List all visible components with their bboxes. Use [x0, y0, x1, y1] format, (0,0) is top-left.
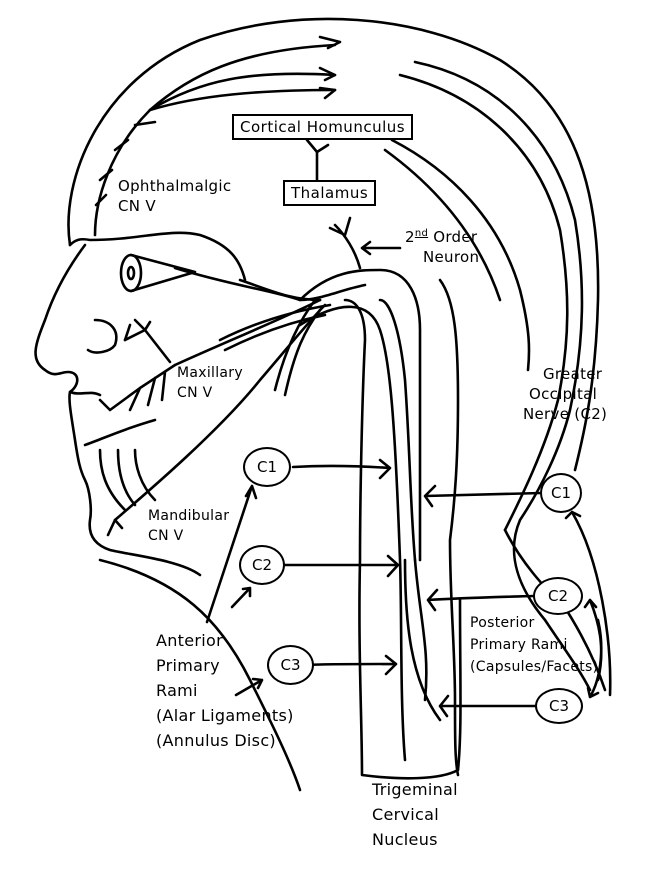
posterior-c3-node: C3: [535, 688, 583, 724]
nucleus-column-outer-left: [343, 298, 462, 780]
maxillary-twig-4: [143, 320, 152, 332]
eye-pupil: [126, 265, 136, 281]
post-arrow-c3: [586, 618, 603, 699]
ophthalmic-branch-2: [148, 88, 337, 112]
nucleus-column-inner: [298, 305, 407, 762]
maxillary-twig-1: [123, 328, 172, 364]
trigeminal-trunk-2: [238, 278, 322, 302]
ant-c2-line: [283, 554, 400, 578]
eye-outline: [119, 253, 143, 293]
nucleus-column-left: [298, 268, 422, 562]
nose-nostril: [86, 318, 118, 354]
ophthalmic-twig-6: [98, 168, 114, 182]
ophthalmic-twig-5: [113, 138, 130, 152]
occipital-line-4: [383, 148, 502, 302]
chin-upper-lip: [83, 418, 157, 447]
posterior-c2-node: C2: [533, 577, 583, 615]
post-c3-line: [438, 694, 537, 718]
ophthalmic-twig-1: [318, 35, 342, 50]
mandibular-teeth-1: [98, 448, 127, 512]
maxillary-label: Maxillary CN V: [177, 365, 243, 401]
ant-arrow-c3: [234, 677, 264, 697]
ophthalmic-twig-2: [318, 66, 337, 82]
maxillary-twig-2: [133, 318, 147, 332]
jaw-line-nerve: [273, 298, 317, 392]
post-arrow-c1: [564, 510, 612, 697]
nucleus-descending-branch-2: [413, 558, 428, 702]
forehead-outline: [68, 231, 247, 282]
nucleus-descending-branch: [403, 558, 442, 722]
anterior-c2-node: C2: [239, 545, 285, 585]
ophthalmic-branch-1: [148, 72, 337, 112]
ophthalmic-twig-3: [318, 86, 337, 100]
maxillary-teeth-branches: [98, 363, 177, 412]
post-c2-line: [426, 588, 535, 612]
maxillary-twig-3: [123, 323, 132, 342]
anterior-c3-node: C3: [267, 645, 314, 685]
ant-c3-line: [300, 654, 398, 676]
maxillary-nerve: [173, 298, 322, 367]
occipital-line-3: [390, 138, 531, 372]
face-profile: [34, 243, 202, 577]
posterior-c1-node: C1: [540, 473, 582, 513]
cortical-homunculus-box: Cortical Homunculus: [232, 114, 414, 140]
mandibular-label: Mandibular CN V: [148, 508, 230, 544]
greater-occipital-label: Greater Occipital Nerve (C2): [523, 365, 608, 423]
ant-arrow-c1: [205, 484, 258, 624]
mandibular-twig: [106, 518, 124, 537]
posterior-rami-label: Posterior Primary Rami (Capsules/Facets): [470, 615, 599, 675]
second-order-neuron: [328, 216, 362, 270]
post-c1-line: [423, 484, 544, 508]
thalamus-box: Thalamus: [283, 180, 377, 206]
posterior-vertical: [438, 278, 460, 777]
occipital-nerve-line-1: [413, 60, 592, 692]
maxillary-nerve-2: [218, 303, 332, 342]
mandibular-teeth-3: [133, 448, 157, 502]
cortex-fork: [305, 138, 330, 154]
second-order-arrow: [360, 240, 402, 256]
ophthalmic-label: Ophthalmalgic CN V: [118, 177, 232, 215]
anterior-c1-node: C1: [243, 447, 291, 487]
nucleus-right-tube: [378, 298, 417, 562]
neck-front: [98, 558, 302, 792]
ant-arrow-c2: [230, 586, 252, 609]
eye-cone: [129, 253, 197, 293]
occipital-nerve-line-2: [398, 73, 569, 532]
second-order-neuron-label: 2nd Order Neuron: [405, 228, 480, 266]
head-outline: [67, 17, 600, 472]
lip-line: [68, 390, 102, 397]
trigeminal-nucleus-label: Trigeminal Cervical Nucleus: [372, 780, 458, 849]
ophthalmic-twig-7: [94, 193, 108, 207]
anterior-rami-label: Anterior Primary Rami (Alar Ligaments) (…: [156, 631, 294, 750]
ophthalmic-twig-4: [133, 120, 157, 127]
trigeminal-trunk-upper: [173, 266, 367, 302]
mandibular-teeth-2: [116, 448, 137, 507]
ant-c1-line: [291, 458, 392, 480]
